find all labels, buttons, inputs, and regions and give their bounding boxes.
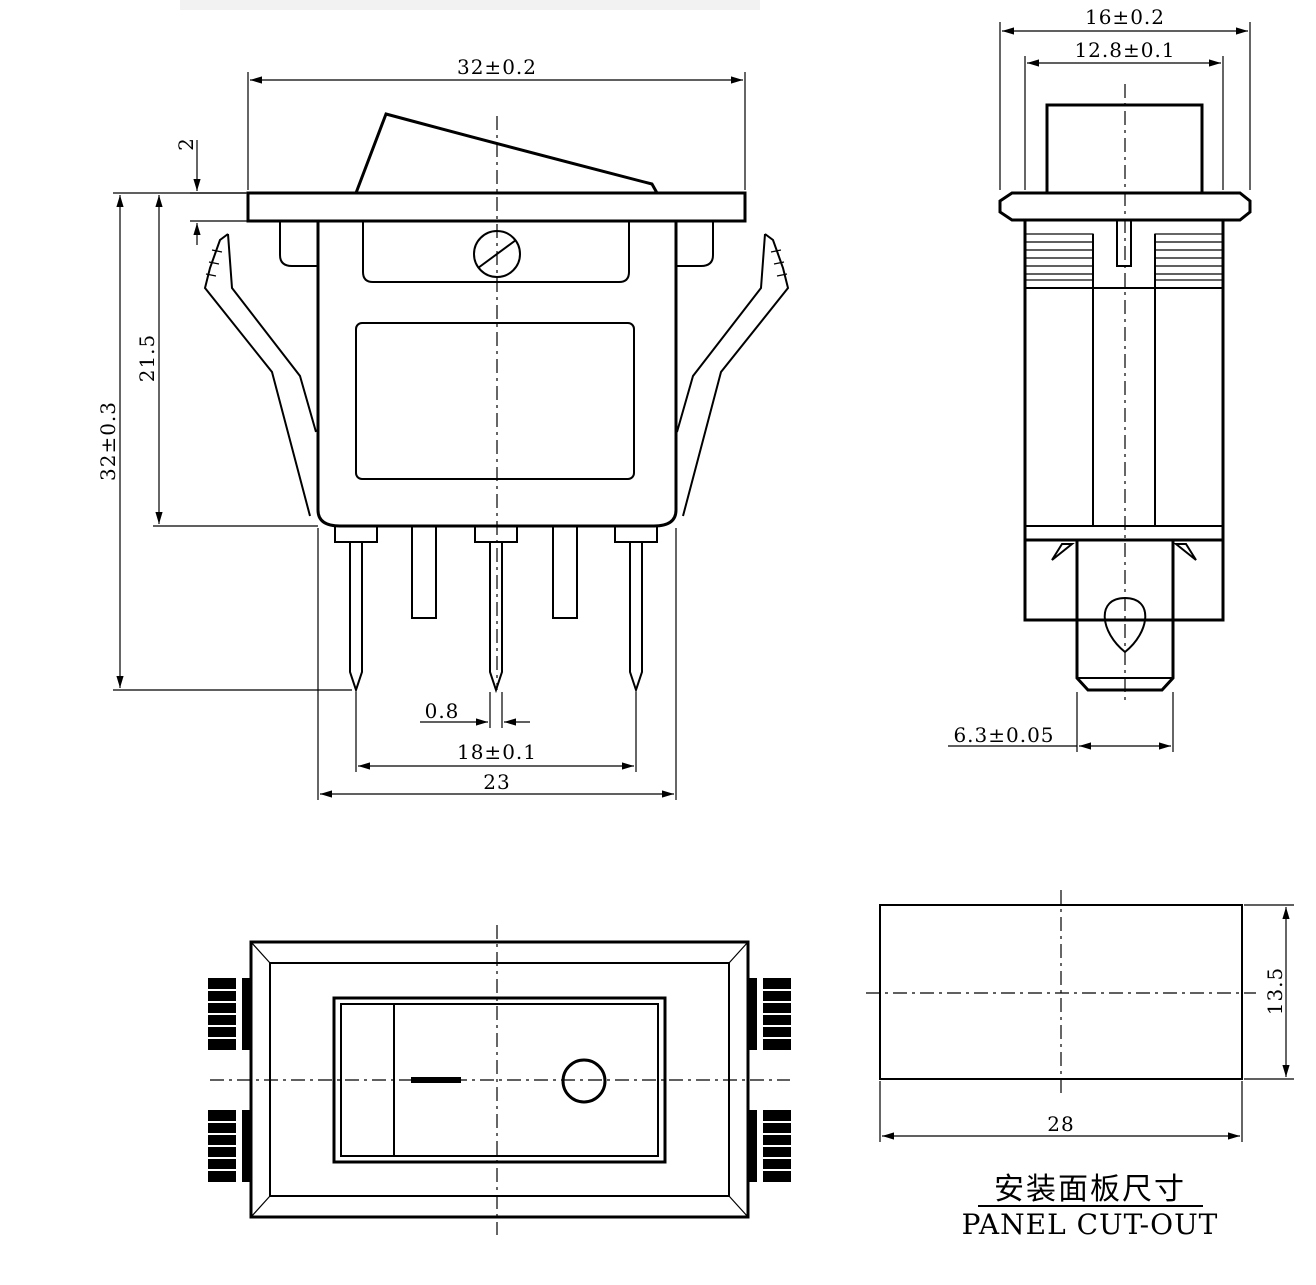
dim-width-inner: 12.8±0.1 (1074, 38, 1175, 62)
side-center-post (1116, 219, 1132, 267)
dim-terminal: 6.3±0.05 (953, 723, 1054, 747)
top-shadow (180, 0, 760, 10)
right-clip-inner (676, 233, 766, 433)
right-tab (676, 221, 714, 267)
spacer-left (411, 525, 437, 619)
cutout-title-en: PANEL CUT-OUT (962, 1208, 1219, 1241)
pin-base-right (614, 525, 658, 543)
side-body (1023, 218, 1225, 542)
panel-cutout-view: 13.5 28 安装面板尺寸 PANEL CUT-OUT (866, 890, 1294, 1241)
dim-height-total: 32±0.3 (96, 401, 120, 481)
top-flange (246, 191, 747, 223)
dim-flange: 2 (174, 137, 198, 151)
dim-pin-width: 0.8 (425, 699, 460, 723)
top-clip-left-upper (208, 978, 251, 1050)
off-symbol-icon (561, 1058, 607, 1104)
pin-left (349, 542, 363, 694)
side-flange (998, 191, 1252, 222)
side-lower-housing (1023, 538, 1225, 622)
right-clip-outer (682, 233, 790, 517)
pin-base-left (334, 525, 378, 543)
top-view (208, 925, 791, 1235)
bezel-corner (250, 1195, 271, 1218)
pin-right (629, 542, 643, 694)
left-clip-outer (203, 233, 311, 517)
dim-cutout-width: 28 (1047, 1112, 1074, 1136)
side-ribs-right (1154, 233, 1224, 281)
bezel-corner (728, 941, 749, 964)
right-clip-teeth (770, 249, 788, 277)
lamp-window (355, 322, 635, 480)
side-latch-right (1173, 543, 1197, 561)
dim-width-top: 32±0.2 (457, 55, 537, 79)
top-rocker-outer (332, 996, 667, 1164)
spacer-right (552, 525, 578, 619)
top-clip-right-lower (748, 1110, 791, 1182)
pin-base-center (474, 525, 518, 543)
left-clip-teeth (205, 249, 223, 277)
front-view: 32±0.2 2 32±0.3 21.5 0.8 18±0.1 23 (96, 55, 790, 800)
dim-pin-pitch: 18±0.1 (457, 740, 537, 764)
dim-cutout-height: 13.5 (1263, 967, 1287, 1016)
bezel-corner (728, 1195, 749, 1218)
side-latch-left (1051, 543, 1075, 561)
top-clip-left-lower (208, 1110, 251, 1182)
cutout-title-cn: 安装面板尺寸 (994, 1172, 1186, 1207)
upper-window (362, 221, 630, 283)
left-tab (279, 221, 318, 267)
pin-center (489, 542, 503, 694)
top-rocker-inner (340, 1003, 659, 1157)
rocker-actuator (354, 112, 659, 194)
bezel-corner (250, 941, 271, 964)
left-clip-inner (227, 233, 317, 433)
top-clip-right-upper (748, 978, 791, 1050)
dim-height-body: 21.5 (135, 334, 159, 383)
dim-width-outer: 16±0.2 (1085, 5, 1165, 29)
side-view: 16±0.2 12.8±0.1 6.3±0.05 (948, 5, 1252, 752)
side-ribs-left (1024, 233, 1094, 281)
dim-body-width: 23 (483, 770, 510, 794)
